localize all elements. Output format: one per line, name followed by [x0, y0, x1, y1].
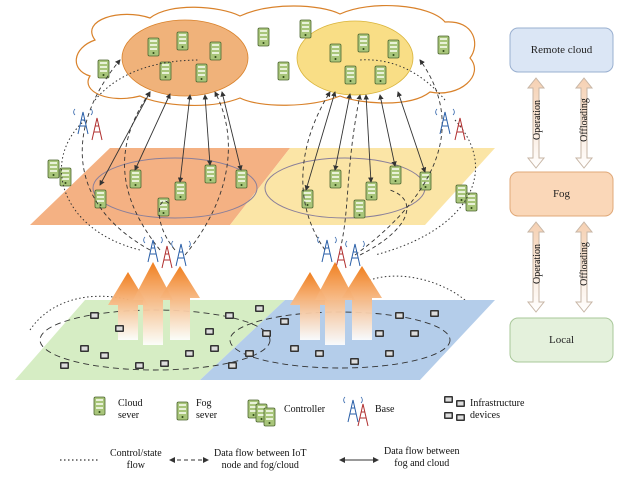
legend-controller: Controller	[284, 404, 326, 415]
legend-infrastructure: Infrastructure devices	[470, 398, 525, 421]
legend-control-flow: Control/state flow	[110, 448, 162, 471]
legend-cloud-server: Cloud sever	[118, 398, 143, 421]
fog-box: Fog	[510, 172, 613, 216]
control-flows	[29, 59, 477, 331]
remote-cloud-box: Remote cloud	[510, 28, 613, 72]
legend-base: Base	[375, 404, 395, 415]
offloading-label-lower: Offloading	[579, 242, 590, 286]
legend-fog-server: Fog sever	[196, 398, 218, 421]
legend-fog-cloud-flow: Data flow between fog and cloud	[384, 446, 460, 469]
local-box: Local	[510, 318, 613, 362]
offloading-label-upper: Offloading	[579, 98, 590, 142]
remote-cloud-label: Remote cloud	[530, 44, 593, 56]
local-plane-right	[200, 300, 495, 380]
fog-cloud-links	[99, 91, 427, 191]
legend-iot-flow: Data flow between IoT node and fog/cloud	[214, 448, 307, 471]
iot-data-flows	[81, 59, 443, 256]
cloud-cluster-left	[121, 19, 249, 97]
fog-plane-right	[230, 148, 495, 225]
upload-arrows	[108, 262, 382, 345]
local-label: Local	[548, 334, 575, 346]
fog-label: Fog	[552, 188, 571, 200]
operation-label-upper: Operation	[532, 100, 543, 140]
legend-icons	[60, 396, 465, 463]
hierarchy-arrows	[526, 77, 594, 313]
operation-label-lower: Operation	[532, 244, 543, 284]
